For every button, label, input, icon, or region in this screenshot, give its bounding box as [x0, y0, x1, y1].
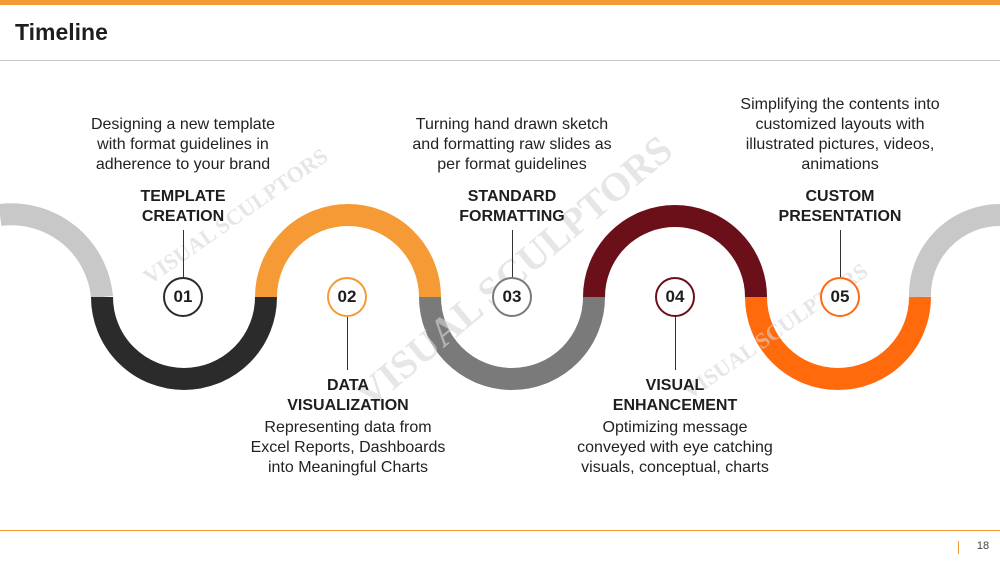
- step-02-desc-line: Representing data from: [264, 419, 432, 436]
- wave-arc-step-02: [255, 204, 441, 298]
- step-04-connector: [675, 317, 676, 370]
- wave-arc-step-05: [745, 296, 931, 390]
- step-03-desc-line: and formatting raw slides as: [412, 136, 612, 153]
- step-02-connector: [347, 317, 348, 370]
- step-05-desc-line: animations: [801, 156, 879, 173]
- step-01-desc-line: Designing a new template: [90, 116, 276, 133]
- step-04-description: Optimizing message conveyed with eye cat…: [555, 418, 795, 478]
- step-02-desc-line: into Meaningful Charts: [267, 459, 429, 476]
- step-01-title-line: TEMPLATE: [140, 188, 226, 205]
- step-03-title-line: FORMATTING: [459, 208, 565, 225]
- wave-arc-step-04: [583, 205, 767, 298]
- wave-arc-left-edge: [0, 203, 113, 299]
- step-02-title-line: DATA: [326, 377, 370, 394]
- step-05-badge: 05: [820, 277, 860, 317]
- wave-arc-step-01: [91, 296, 277, 390]
- step-05-title-line: CUSTOM: [805, 188, 875, 205]
- step-02-title-line: VISUALIZATION: [287, 397, 409, 414]
- step-05-title: CUSTOM PRESENTATION: [740, 187, 940, 227]
- step-04-title: VISUAL ENHANCEMENT: [575, 376, 775, 416]
- step-01-connector: [183, 230, 184, 277]
- step-01-title-line: CREATION: [141, 208, 225, 225]
- step-04-title-line: ENHANCEMENT: [612, 397, 738, 414]
- step-03-badge: 03: [492, 277, 532, 317]
- step-05-desc-line: customized layouts with: [755, 116, 925, 133]
- step-01-title: TEMPLATE CREATION: [83, 187, 283, 227]
- step-04-desc-line: Optimizing message: [602, 419, 748, 436]
- page-number-separator: [958, 541, 959, 554]
- step-01-description: Designing a new template with format gui…: [63, 115, 303, 175]
- wave-arc-step-03: [419, 296, 605, 390]
- page-number: 18: [976, 540, 990, 552]
- step-04-title-line: VISUAL: [645, 377, 705, 394]
- step-04-desc-line: visuals, conceptual, charts: [581, 459, 769, 476]
- step-04-badge: 04: [655, 277, 695, 317]
- step-02-title: DATA VISUALIZATION: [248, 376, 448, 416]
- step-05-description: Simplifying the contents into customized…: [720, 95, 960, 175]
- step-02-badge: 02: [327, 277, 367, 317]
- step-03-desc-line: per format guidelines: [437, 156, 587, 173]
- footer-divider: [0, 530, 1000, 531]
- step-05-connector: [840, 230, 841, 277]
- step-03-title: STANDARD FORMATTING: [412, 187, 612, 227]
- top-accent-bar: [0, 0, 1000, 5]
- step-05-desc-line: illustrated pictures, videos,: [745, 136, 935, 153]
- step-05-title-line: PRESENTATION: [778, 208, 902, 225]
- step-01-desc-line: adherence to your brand: [95, 156, 271, 173]
- step-05-desc-line: Simplifying the contents into: [740, 96, 940, 113]
- step-03-title-line: STANDARD: [467, 188, 557, 205]
- title-divider: [0, 60, 1000, 61]
- step-04-desc-line: conveyed with eye catching: [577, 439, 773, 456]
- step-02-desc-line: Excel Reports, Dashboards: [250, 439, 446, 456]
- page-title: Timeline: [15, 19, 108, 45]
- step-01-badge: 01: [163, 277, 203, 317]
- step-03-connector: [512, 230, 513, 277]
- step-03-desc-line: Turning hand drawn sketch: [415, 116, 609, 133]
- step-03-description: Turning hand drawn sketch and formatting…: [392, 115, 632, 175]
- step-01-desc-line: with format guidelines in: [97, 136, 269, 153]
- wave-arc-right-edge: [908, 204, 1000, 298]
- step-02-description: Representing data from Excel Reports, Da…: [228, 418, 468, 478]
